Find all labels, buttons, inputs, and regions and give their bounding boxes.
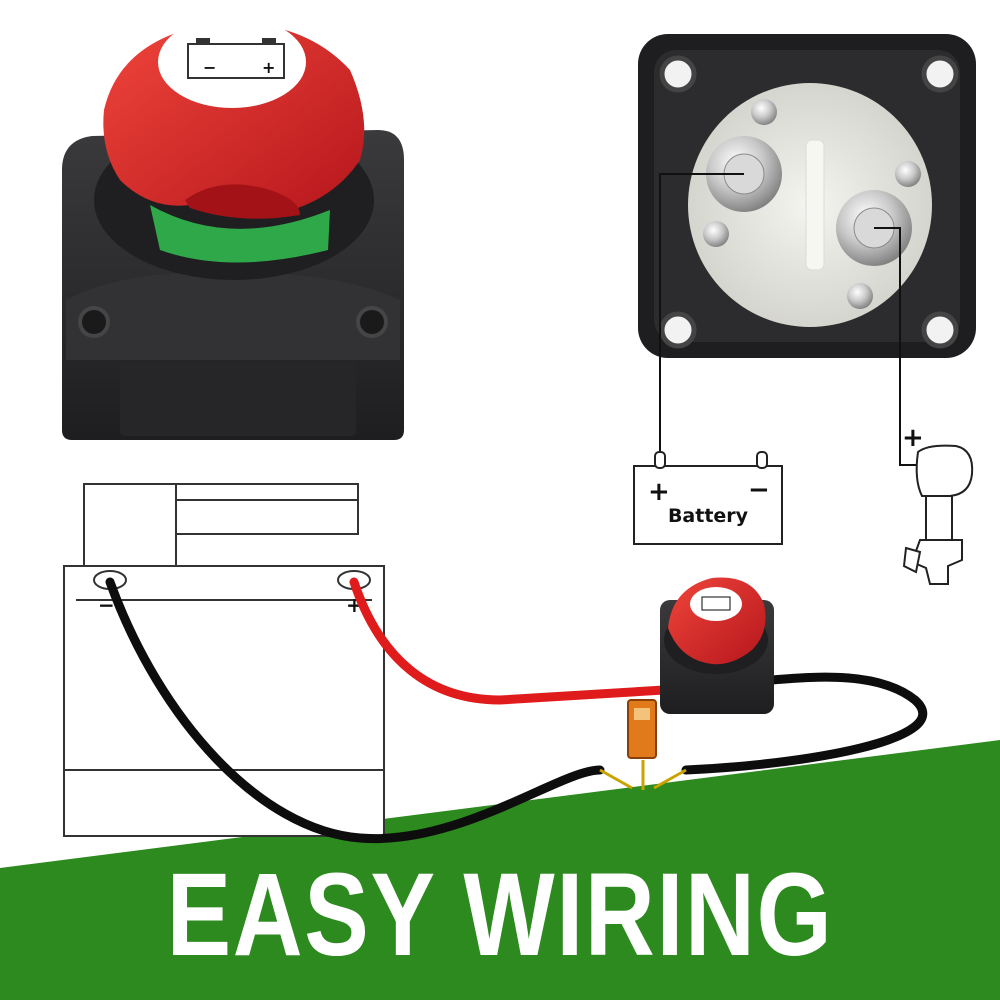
battery-minus-mark: − [98,593,115,617]
diagram-battery-plus: + [648,477,670,507]
mounting-hole [921,311,959,349]
screw [847,283,873,309]
inline-fuse [599,699,687,790]
diagram-wire [874,227,918,466]
switch-small [660,577,774,714]
screw [703,221,729,247]
mounting-hole [78,306,110,338]
mounting-hole [659,55,697,93]
diagram-battery-minus: − [748,475,770,505]
battery-icon [187,43,285,79]
screw [751,99,777,125]
green-banner [0,740,1000,1000]
diagram-battery: + − Battery [633,451,783,545]
negative-wire [681,672,928,775]
positive-wire [349,577,669,705]
motor-plus: + [902,423,924,453]
screw [895,161,921,187]
battery-illustration [63,483,385,837]
knob-icon-minus: − [203,58,216,77]
diagram-battery-label: Battery [668,505,749,527]
knob-icon-plus: + [262,58,275,77]
outboard-motor-icon: + [902,423,974,585]
headline-text: EASY WIRING [166,849,834,981]
mounting-hole [659,311,697,349]
diagram-wire [659,173,744,458]
negative-wire [105,577,605,844]
switch-rear-view [638,34,976,358]
mounting-hole [921,55,959,93]
switch-product-photo: − + [62,16,404,440]
mounting-hole [356,306,388,338]
